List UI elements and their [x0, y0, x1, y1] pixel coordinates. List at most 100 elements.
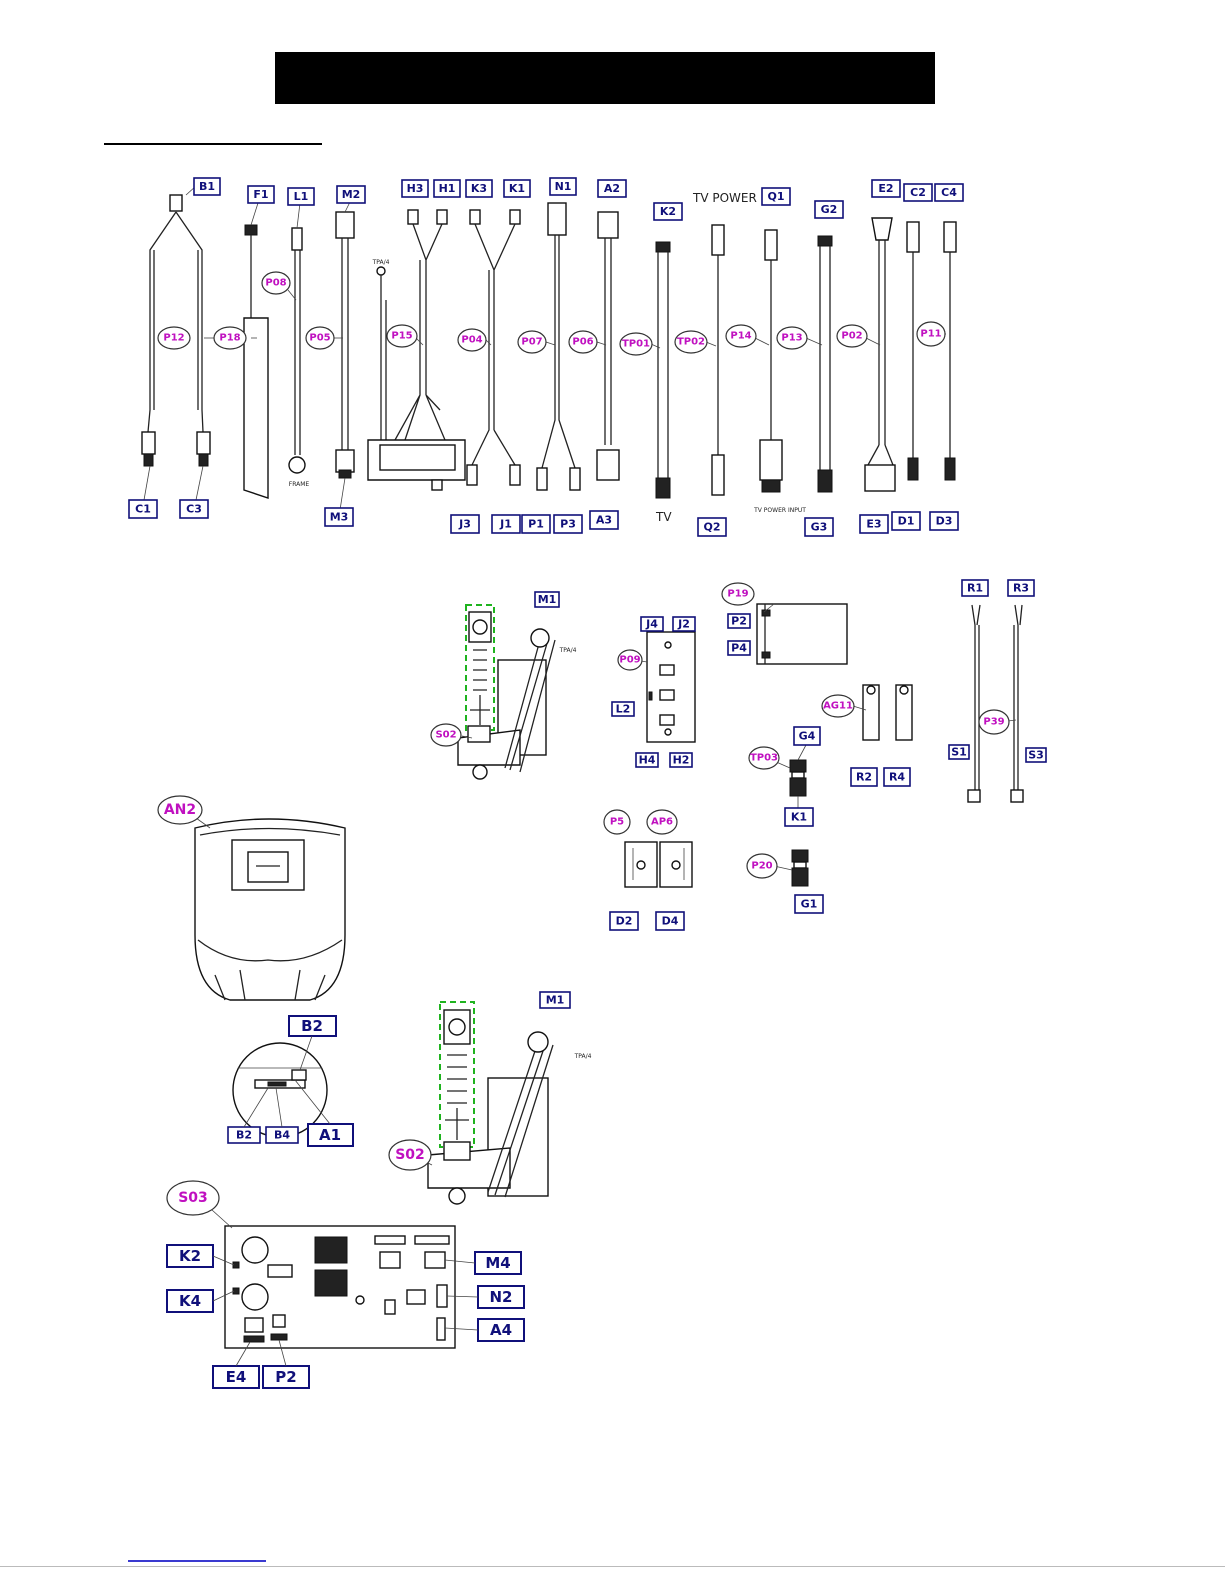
- label-m1-lower[interactable]: M1: [539, 991, 571, 1009]
- label-m4[interactable]: M4: [474, 1251, 522, 1275]
- bubble-p11[interactable]: P11: [916, 321, 946, 347]
- label-d3[interactable]: D3: [929, 511, 959, 531]
- label-j4[interactable]: J4: [640, 616, 664, 632]
- bubble-p07[interactable]: P07: [517, 330, 547, 354]
- label-k2-board[interactable]: K2: [166, 1244, 214, 1268]
- label-a4[interactable]: A4: [477, 1318, 525, 1342]
- section-underline: [104, 143, 322, 145]
- label-k1[interactable]: K1: [503, 179, 531, 198]
- label-c4[interactable]: C4: [934, 183, 964, 202]
- label-g4[interactable]: G4: [793, 726, 821, 746]
- bubble-p15[interactable]: P15: [386, 324, 418, 348]
- label-k3[interactable]: K3: [465, 179, 493, 198]
- label-f1[interactable]: F1: [247, 185, 275, 204]
- label-b2-top[interactable]: B2: [288, 1015, 337, 1037]
- bubble-p12[interactable]: P12: [157, 326, 191, 350]
- label-m2[interactable]: M2: [336, 185, 366, 204]
- bubble-p04[interactable]: P04: [457, 328, 487, 352]
- svg-text:P3: P3: [560, 518, 576, 531]
- bubble-p09[interactable]: P09: [617, 649, 643, 671]
- bubble-p18[interactable]: P18: [213, 326, 247, 350]
- label-r4[interactable]: R4: [883, 767, 911, 787]
- label-c3[interactable]: C3: [179, 499, 209, 519]
- svg-text:AP6: AP6: [651, 817, 673, 828]
- label-k2[interactable]: K2: [653, 202, 683, 221]
- bubble-p08[interactable]: P08: [261, 271, 291, 295]
- label-h2[interactable]: H2: [669, 752, 693, 768]
- bubble-an2[interactable]: AN2: [157, 795, 203, 825]
- label-h4[interactable]: H4: [635, 752, 659, 768]
- svg-text:P02: P02: [841, 331, 862, 342]
- label-j1[interactable]: J1: [491, 514, 521, 534]
- label-p2[interactable]: P2: [727, 613, 751, 629]
- label-g2[interactable]: G2: [814, 200, 844, 219]
- label-p4[interactable]: P4: [727, 640, 751, 656]
- label-l1[interactable]: L1: [287, 187, 315, 206]
- svg-text:N2: N2: [490, 1288, 513, 1306]
- label-s1[interactable]: S1: [948, 744, 970, 760]
- bubble-p13[interactable]: P13: [776, 326, 808, 350]
- bubble-s02-bottom[interactable]: S02: [388, 1139, 432, 1171]
- label-a3[interactable]: A3: [589, 510, 619, 530]
- bubble-p5[interactable]: P5: [603, 809, 631, 835]
- label-q1[interactable]: Q1: [761, 187, 791, 206]
- svg-text:AN2: AN2: [164, 802, 196, 818]
- label-p3[interactable]: P3: [553, 514, 583, 534]
- label-b1[interactable]: B1: [193, 177, 221, 196]
- label-k1-coupler[interactable]: K1: [784, 807, 814, 827]
- label-b4[interactable]: B4: [265, 1126, 299, 1144]
- label-j2[interactable]: J2: [672, 616, 696, 632]
- label-n1[interactable]: N1: [549, 177, 577, 196]
- label-r3[interactable]: R3: [1007, 579, 1035, 597]
- bubble-s02-top[interactable]: S02: [430, 723, 462, 747]
- label-e4[interactable]: E4: [212, 1365, 260, 1389]
- bubble-tp01[interactable]: TP01: [619, 332, 653, 356]
- label-e3[interactable]: E3: [859, 514, 889, 534]
- label-d4[interactable]: D4: [655, 911, 685, 931]
- label-a2[interactable]: A2: [597, 179, 627, 198]
- bubble-p05[interactable]: P05: [305, 326, 335, 350]
- bubble-p19[interactable]: P19: [721, 582, 755, 606]
- bubble-p14[interactable]: P14: [725, 324, 757, 348]
- label-e2[interactable]: E2: [871, 179, 901, 198]
- label-k4[interactable]: K4: [166, 1289, 214, 1313]
- label-h3[interactable]: H3: [401, 179, 429, 198]
- label-p1[interactable]: P1: [521, 514, 551, 534]
- label-a1[interactable]: A1: [307, 1123, 354, 1147]
- footer-link[interactable]: [128, 1560, 266, 1562]
- cable-p02: [864, 217, 896, 492]
- label-m1[interactable]: M1: [534, 591, 560, 608]
- label-h1[interactable]: H1: [433, 179, 461, 198]
- label-n2[interactable]: N2: [477, 1285, 525, 1309]
- bubble-p39[interactable]: P39: [978, 709, 1010, 735]
- label-p2-board[interactable]: P2: [262, 1365, 310, 1389]
- label-g3[interactable]: G3: [804, 517, 834, 537]
- bubble-s03[interactable]: S03: [166, 1180, 220, 1216]
- bubble-ag11[interactable]: AG11: [821, 694, 855, 718]
- frame-caption: FRAME: [289, 481, 310, 488]
- bubble-p20[interactable]: P20: [746, 853, 778, 879]
- cable-p04: [466, 209, 521, 486]
- label-g1[interactable]: G1: [794, 894, 824, 914]
- label-r2[interactable]: R2: [850, 767, 878, 787]
- label-d2[interactable]: D2: [609, 911, 639, 931]
- label-b2-bottom[interactable]: B2: [227, 1126, 261, 1144]
- label-r1[interactable]: R1: [961, 579, 989, 597]
- bubble-p06[interactable]: P06: [568, 330, 598, 354]
- label-c2[interactable]: C2: [903, 183, 933, 202]
- svg-text:C1: C1: [135, 503, 151, 516]
- svg-text:S1: S1: [951, 746, 967, 759]
- cable-p11: [906, 221, 957, 481]
- bubble-tp03[interactable]: TP03: [748, 746, 780, 770]
- bubble-p02[interactable]: P02: [836, 324, 868, 348]
- bubble-tp02[interactable]: TP02: [674, 330, 708, 354]
- label-c1[interactable]: C1: [128, 499, 158, 519]
- svg-text:P19: P19: [727, 589, 748, 600]
- label-m3[interactable]: M3: [324, 507, 354, 527]
- label-s3[interactable]: S3: [1025, 747, 1047, 763]
- label-d1[interactable]: D1: [891, 511, 921, 531]
- label-l2[interactable]: L2: [611, 701, 635, 717]
- label-j3[interactable]: J3: [450, 514, 480, 534]
- label-q2[interactable]: Q2: [697, 517, 727, 537]
- bubble-ap6[interactable]: AP6: [646, 809, 678, 835]
